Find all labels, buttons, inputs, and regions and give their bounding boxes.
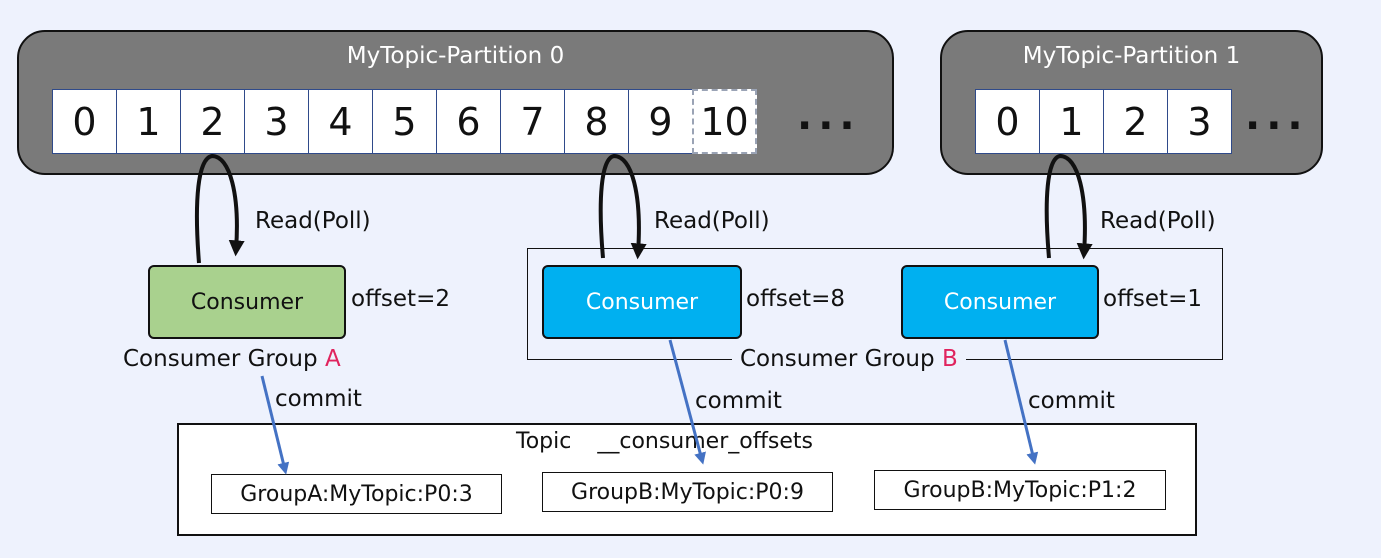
group-label-prefix: Consumer Group — [123, 346, 325, 372]
commit-label: commit — [275, 386, 362, 412]
offset-cell: 2 — [1103, 89, 1168, 154]
offset-cell: 3 — [1167, 89, 1232, 154]
offset-cell: 3 — [244, 89, 309, 154]
partition-0-log: 0 1 2 3 4 5 6 7 8 9 10 — [52, 89, 757, 154]
partition-1-title: MyTopic-Partition 1 — [1022, 43, 1241, 69]
group-label-prefix: Consumer Group — [740, 346, 942, 372]
consumer-offset-label: offset=1 — [1103, 286, 1202, 312]
consumer-group-b-label: Consumer Group B — [732, 348, 966, 371]
offset-cell: 7 — [500, 89, 565, 154]
read-poll-label: Read(Poll) — [255, 208, 371, 234]
partition-0-title: MyTopic-Partition 0 — [346, 43, 565, 69]
topic-name: __consumer_offsets — [597, 429, 813, 454]
offset-entry: GroupB:MyTopic:P1:2 — [874, 470, 1166, 510]
read-poll-label: Read(Poll) — [654, 208, 770, 234]
offset-cell: 0 — [52, 89, 117, 154]
commit-label: commit — [695, 388, 782, 414]
offset-entry: GroupA:MyTopic:P0:3 — [211, 474, 502, 514]
read-poll-arrow — [194, 153, 245, 264]
partition-0-ellipsis: ... — [797, 93, 861, 139]
offset-cell: 2 — [180, 89, 245, 154]
consumer-group-b-p1[interactable]: Consumer — [901, 265, 1099, 339]
offset-cell: 8 — [564, 89, 629, 154]
partition-0-panel: MyTopic-Partition 0 0 1 2 3 4 5 6 7 8 9 … — [17, 30, 894, 175]
commit-arrow — [260, 375, 290, 475]
consumer-group-a[interactable]: Consumer — [148, 265, 346, 339]
topic-title: Topic __consumer_offsets — [516, 431, 813, 453]
consumer-group-b-p0[interactable]: Consumer — [542, 265, 742, 339]
consumer-group-a-label: Consumer Group A — [123, 348, 341, 371]
group-letter: B — [941, 346, 958, 372]
group-letter: A — [324, 346, 341, 372]
consumer-offset-label: offset=8 — [746, 286, 845, 312]
offset-entry: GroupB:MyTopic:P0:9 — [542, 472, 833, 512]
consumer-offset-label: offset=2 — [351, 286, 450, 312]
commit-label: commit — [1028, 388, 1115, 414]
offset-cell: 4 — [308, 89, 373, 154]
offset-cell: 5 — [372, 89, 437, 154]
offset-cell: 1 — [116, 89, 181, 154]
topic-prefix: Topic — [516, 429, 572, 454]
partition-1-log: 0 1 2 3 — [975, 89, 1232, 154]
read-poll-label: Read(Poll) — [1100, 208, 1216, 234]
offset-cell: 6 — [436, 89, 501, 154]
partition-1-ellipsis: ... — [1245, 93, 1309, 139]
read-poll-arrow — [1044, 153, 1093, 260]
offset-cell: 1 — [1039, 89, 1104, 154]
read-poll-arrow — [598, 153, 647, 260]
commit-arrow — [668, 339, 706, 465]
next-offset-cell: 10 — [692, 89, 757, 154]
offset-cell: 0 — [975, 89, 1040, 154]
partition-1-panel: MyTopic-Partition 1 0 1 2 3 ... — [940, 30, 1323, 175]
commit-arrow — [1003, 339, 1039, 465]
